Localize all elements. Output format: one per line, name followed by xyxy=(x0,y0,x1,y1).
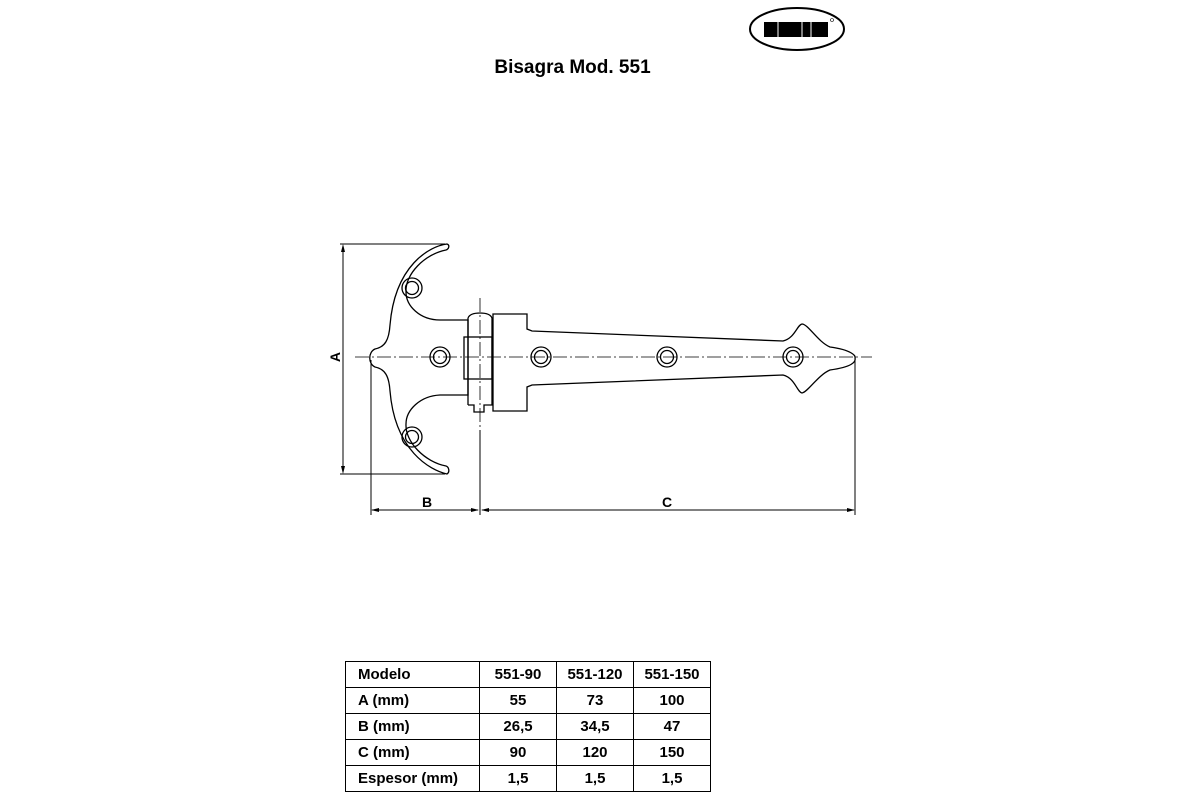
table-cell: B (mm) xyxy=(345,713,480,740)
table-cell: 120 xyxy=(556,739,634,766)
specs-table: Modelo 551-90 551-120 551-150 A (mm) 55 … xyxy=(345,661,711,792)
table-row: A (mm) 55 73 100 xyxy=(345,687,711,714)
left-leaf xyxy=(369,243,469,475)
dimension-b-label: B xyxy=(422,494,432,510)
table-row: B (mm) 26,5 34,5 47 xyxy=(345,713,711,740)
table-cell: 1,5 xyxy=(556,765,634,792)
table-cell: 73 xyxy=(556,687,634,714)
table-cell: 47 xyxy=(633,713,711,740)
table-cell: C (mm) xyxy=(345,739,480,766)
table-header-cell: 551-150 xyxy=(633,661,711,688)
table-cell: 26,5 xyxy=(479,713,557,740)
amig-logo xyxy=(749,7,845,51)
table-header-row: Modelo 551-90 551-120 551-150 xyxy=(345,661,711,688)
screw-holes xyxy=(401,277,804,448)
table-header-cell: 551-90 xyxy=(479,661,557,688)
table-header-cell: Modelo xyxy=(345,661,480,688)
table-cell: 100 xyxy=(633,687,711,714)
table-cell: A (mm) xyxy=(345,687,480,714)
table-cell: 90 xyxy=(479,739,557,766)
right-leaf xyxy=(492,313,856,412)
dimension-a-label: A xyxy=(327,352,343,362)
table-cell: 55 xyxy=(479,687,557,714)
table-cell: 34,5 xyxy=(556,713,634,740)
table-cell: 1,5 xyxy=(479,765,557,792)
table-row: C (mm) 90 120 150 xyxy=(345,739,711,766)
table-cell: 1,5 xyxy=(633,765,711,792)
table-cell: Espesor (mm) xyxy=(345,765,480,792)
table-header-cell: 551-120 xyxy=(556,661,634,688)
table-row: Espesor (mm) 1,5 1,5 1,5 xyxy=(345,765,711,792)
dimension-c-label: C xyxy=(662,494,672,510)
page-title: Bisagra Mod. 551 xyxy=(494,57,651,78)
knuckle xyxy=(467,312,493,413)
table-cell: 150 xyxy=(633,739,711,766)
